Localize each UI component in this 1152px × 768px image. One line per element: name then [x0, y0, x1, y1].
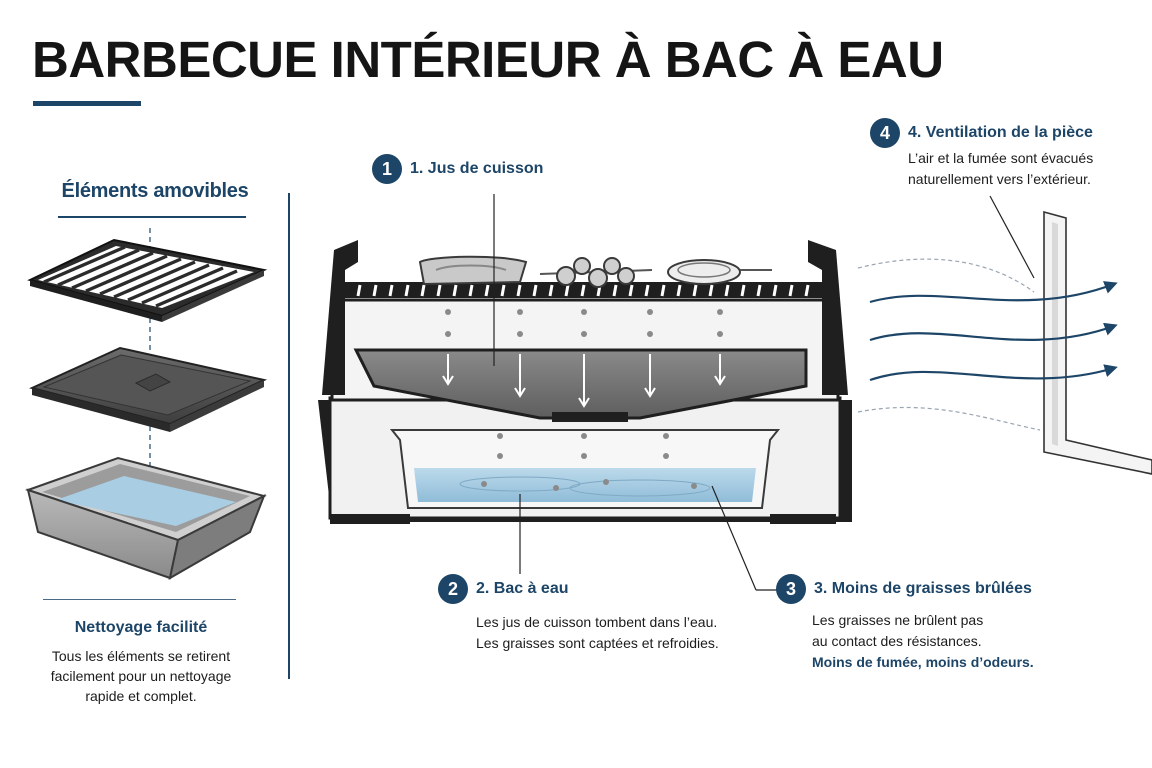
- airflow-lines: [857, 258, 1118, 431]
- callout-3-line: Les graisses ne brûlent pas: [812, 612, 984, 628]
- drip-funnel: [353, 348, 808, 420]
- heading-rule: [58, 216, 246, 218]
- callout-2-title: 2. Bac à eau: [476, 580, 569, 597]
- callout-2-description: Les jus de cuisson tombent dans l’eau. L…: [476, 612, 719, 654]
- callout-2-badge: 2: [438, 574, 468, 604]
- water-tray: [389, 429, 781, 509]
- flow-arrows: [442, 354, 726, 408]
- water-pan-icon: [24, 456, 267, 580]
- callout-2-line: Les jus de cuisson tombent dans l’eau.: [476, 614, 718, 630]
- window-frame: [1043, 210, 1152, 475]
- drip-tray-icon: [29, 346, 268, 432]
- panel-divider: [43, 599, 236, 600]
- cleaning-line: Tous les éléments se retirent: [51, 648, 231, 664]
- callout-3-highlight: Moins de fumée, moins d’odeurs.: [812, 654, 1034, 670]
- cleaning-line: facilement pour un nettoyage: [50, 668, 232, 684]
- callout-3-badge: 3: [776, 574, 806, 604]
- callout-4-description: L’air et la fumée sont évacués naturelle…: [908, 148, 1093, 190]
- callout-4-line: L’air et la fumée sont évacués: [908, 150, 1094, 166]
- callout-4-title: 4. Ventilation de la pièce: [908, 124, 1093, 141]
- cleaning-line: rapide et complet.: [85, 688, 197, 704]
- grill-grate-icon: [27, 238, 268, 322]
- skewer-icon: [539, 257, 653, 288]
- cleaning-title: Nettoyage facilité: [74, 619, 208, 636]
- callout-3-description: Les graisses ne brûlent pas au contact d…: [812, 610, 983, 652]
- page-title: BARBECUE INTÉRIEUR À BAC À EAU: [32, 31, 944, 88]
- funnel-outlet: [552, 412, 628, 422]
- title-underline: [33, 101, 141, 106]
- cleaning-description: Tous les éléments se retirent facilement…: [30, 646, 252, 706]
- callout-2-line: Les graisses sont captées et refroidies.: [476, 635, 719, 651]
- callout-3-title: 3. Moins de graisses brûlées: [814, 580, 1032, 597]
- callout-3-line: au contact des résistances.: [812, 633, 982, 649]
- callout-1-badge: 1: [372, 154, 402, 184]
- callout-4-line: naturellement vers l’extérieur.: [908, 171, 1091, 187]
- removable-parts-heading: Éléments amovibles: [61, 180, 249, 202]
- drip-drops: [445, 309, 723, 491]
- sliced-vegetable-icon: [667, 259, 772, 285]
- steak-icon: [418, 255, 528, 286]
- section-divider: [288, 193, 290, 679]
- leader-lines: [493, 194, 1035, 591]
- grill-grate: [344, 282, 828, 298]
- callout-1-title: 1. Jus de cuisson: [410, 160, 544, 177]
- callout-4-badge: 4: [870, 118, 900, 148]
